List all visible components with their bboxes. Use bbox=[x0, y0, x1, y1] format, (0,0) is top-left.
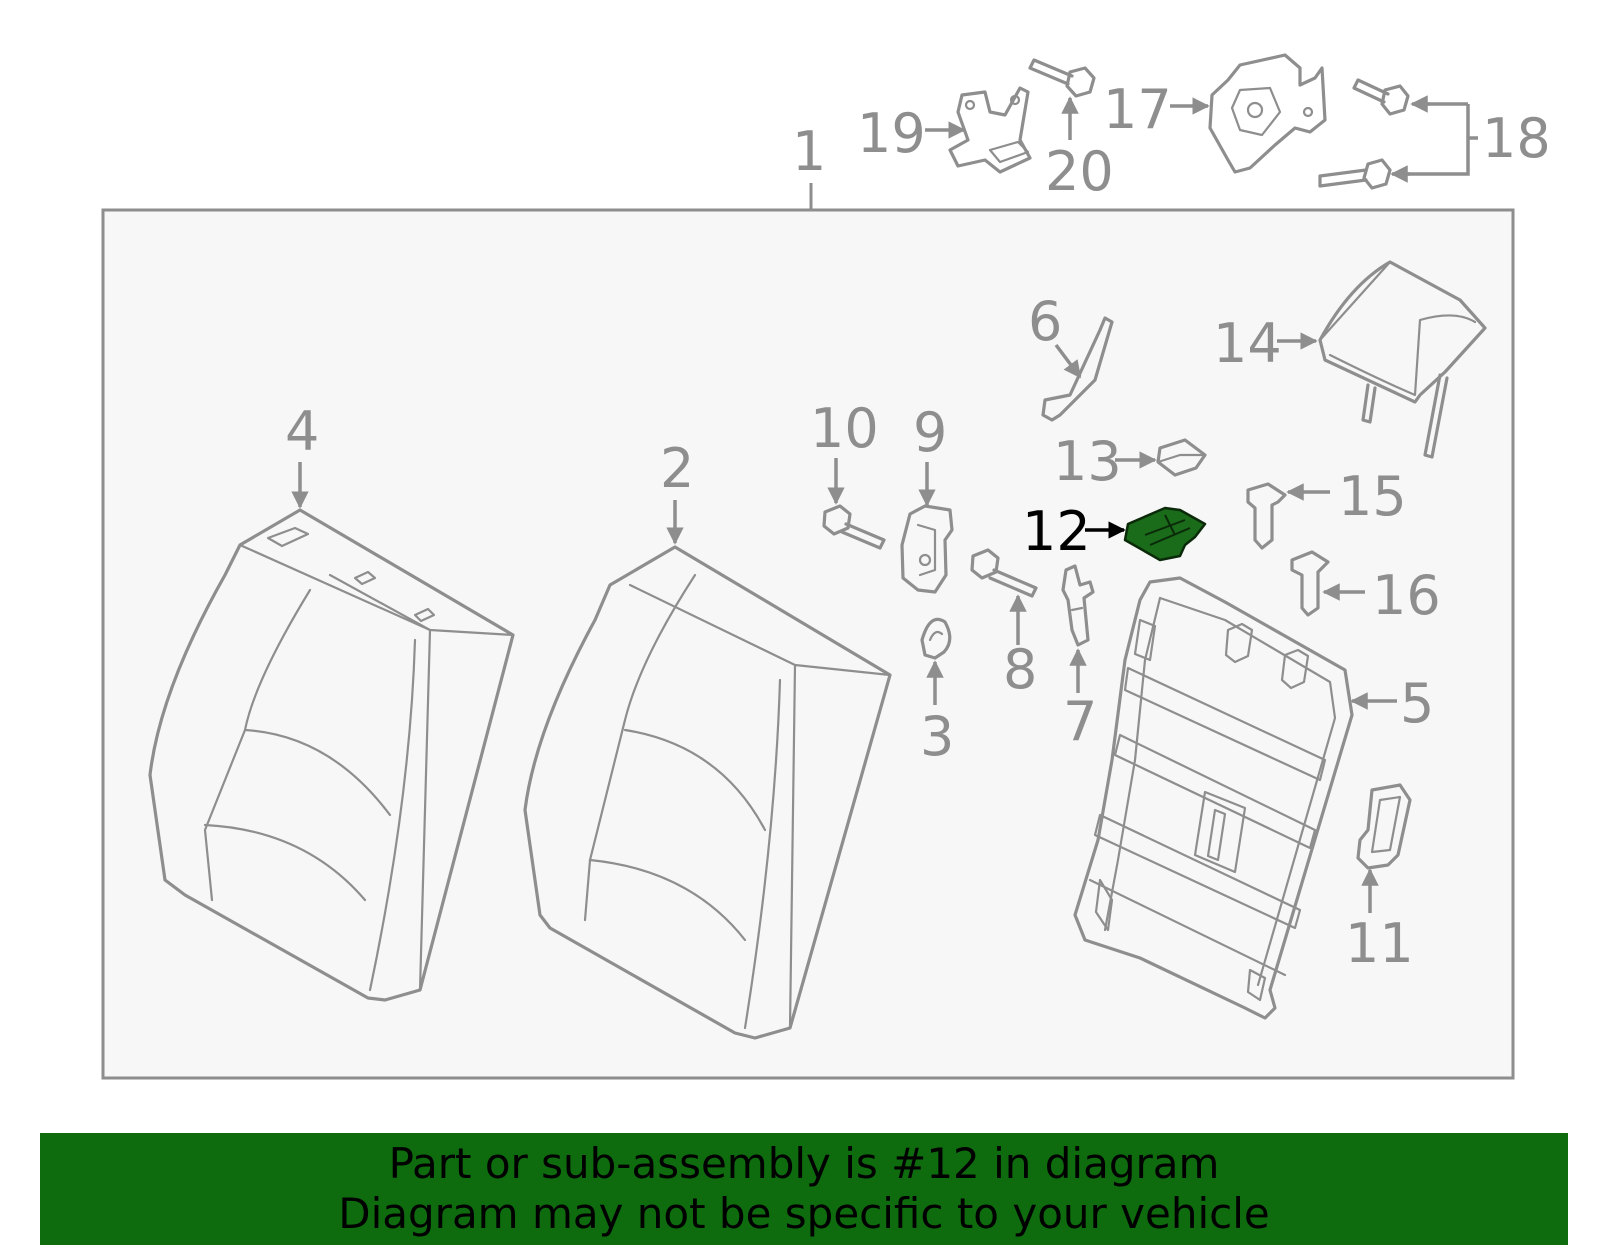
callout-13: 13 bbox=[1053, 430, 1122, 493]
part-15-guide bbox=[1246, 482, 1287, 550]
banner-line-2: Diagram may not be specific to your vehi… bbox=[338, 1189, 1270, 1238]
callout-20: 20 bbox=[1045, 140, 1114, 203]
assembly-panel bbox=[101, 208, 1515, 1080]
part-17-latch-assembly bbox=[1208, 53, 1327, 174]
part-11-switch bbox=[1356, 783, 1412, 870]
part-18-bolts bbox=[1318, 78, 1410, 190]
part-7-latch bbox=[1061, 564, 1095, 647]
info-banner: Part or sub-assembly is #12 in diagram D… bbox=[40, 1133, 1568, 1245]
part-3-clip bbox=[920, 617, 952, 660]
part-16-guide bbox=[1290, 550, 1330, 617]
callout-15: 15 bbox=[1338, 465, 1407, 528]
part-20-bolt bbox=[1028, 58, 1096, 98]
callout-6: 6 bbox=[1028, 290, 1062, 353]
part-9-bracket bbox=[900, 504, 954, 594]
part-6-trim-strip bbox=[1041, 316, 1114, 422]
part-4-seatback-pad bbox=[148, 508, 515, 1002]
callout-1: 1 bbox=[792, 120, 826, 183]
callout-11: 11 bbox=[1345, 912, 1414, 975]
arrow-6 bbox=[1054, 343, 1082, 379]
part-19-bracket bbox=[948, 86, 1032, 174]
arrow-18-bracket bbox=[1396, 102, 1478, 176]
part-10-bolt bbox=[822, 504, 886, 550]
callout-19: 19 bbox=[857, 102, 926, 165]
callout-8: 8 bbox=[1003, 638, 1037, 701]
callout-5: 5 bbox=[1400, 672, 1434, 735]
callout-4: 4 bbox=[285, 400, 319, 463]
callout-18: 18 bbox=[1482, 107, 1551, 170]
callout-7: 7 bbox=[1063, 690, 1097, 753]
callout-16: 16 bbox=[1372, 564, 1441, 627]
callout-14: 14 bbox=[1213, 312, 1282, 375]
part-5-seatback-frame bbox=[1073, 576, 1354, 1020]
banner-line-1: Part or sub-assembly is #12 in diagram bbox=[388, 1139, 1220, 1188]
part-2-seatback-cover bbox=[523, 545, 892, 1040]
part-8-bolt bbox=[970, 548, 1038, 598]
callout-9: 9 bbox=[913, 401, 947, 464]
part-12-highlighted bbox=[1123, 506, 1207, 562]
callout-12: 12 bbox=[1022, 500, 1091, 563]
part-13-block bbox=[1156, 438, 1207, 477]
callout-3: 3 bbox=[920, 705, 954, 768]
callout-2: 2 bbox=[660, 437, 694, 500]
part-14-headrest bbox=[1318, 260, 1487, 459]
callout-10: 10 bbox=[810, 397, 879, 460]
callout-17: 17 bbox=[1103, 78, 1172, 141]
